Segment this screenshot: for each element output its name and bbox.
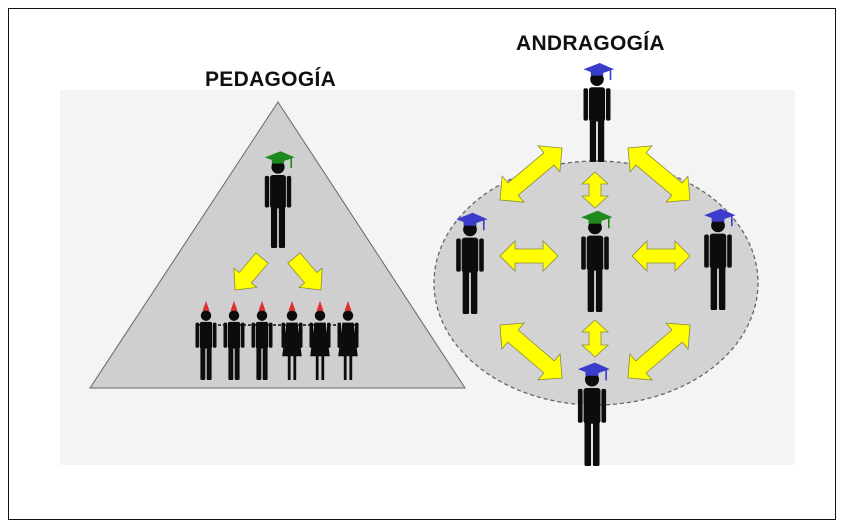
double-arrow-bottom-right: [627, 322, 691, 381]
student-figure: [251, 300, 273, 380]
double-arrow-top-right: [627, 145, 691, 203]
party-hat-icon: [288, 300, 296, 311]
learner-figure-center: [581, 210, 613, 312]
double-arrow-down: [580, 319, 610, 358]
party-hat-icon: [344, 300, 352, 311]
arrow-down-left: [233, 252, 269, 291]
party-hat-icon: [258, 300, 266, 311]
pedagogy-arrows: [233, 252, 323, 291]
party-hat-icon: [316, 300, 324, 311]
student-figure: [337, 300, 359, 380]
andragogy-title: ANDRAGOGÍA: [516, 32, 665, 55]
student-figure: [195, 300, 217, 380]
peer-figure-right: [704, 208, 736, 310]
arrow-down-right: [287, 252, 323, 291]
peer-figure-top: [583, 63, 615, 162]
peer-figure-left: [456, 212, 488, 314]
double-arrow-right: [631, 240, 691, 272]
student-figure: [309, 300, 331, 380]
party-hat-icon: [202, 300, 210, 311]
pedagogy-figures: [195, 151, 359, 380]
andragogy-arrows: [499, 145, 691, 381]
student-figure: [281, 300, 303, 380]
teacher-figure: [264, 151, 295, 248]
peer-figure-bottom: [577, 362, 610, 466]
pedagogy-triangle: [89, 101, 466, 389]
party-hat-icon: [230, 300, 238, 311]
andragogy-figures: [456, 63, 736, 466]
double-arrow-left: [499, 240, 559, 272]
double-arrow-up: [580, 171, 610, 209]
student-figure: [223, 300, 245, 380]
pedagogy-title: PEDAGOGÍA: [205, 68, 337, 91]
double-arrow-bottom-left: [499, 322, 563, 381]
double-arrow-top-left: [499, 145, 563, 203]
